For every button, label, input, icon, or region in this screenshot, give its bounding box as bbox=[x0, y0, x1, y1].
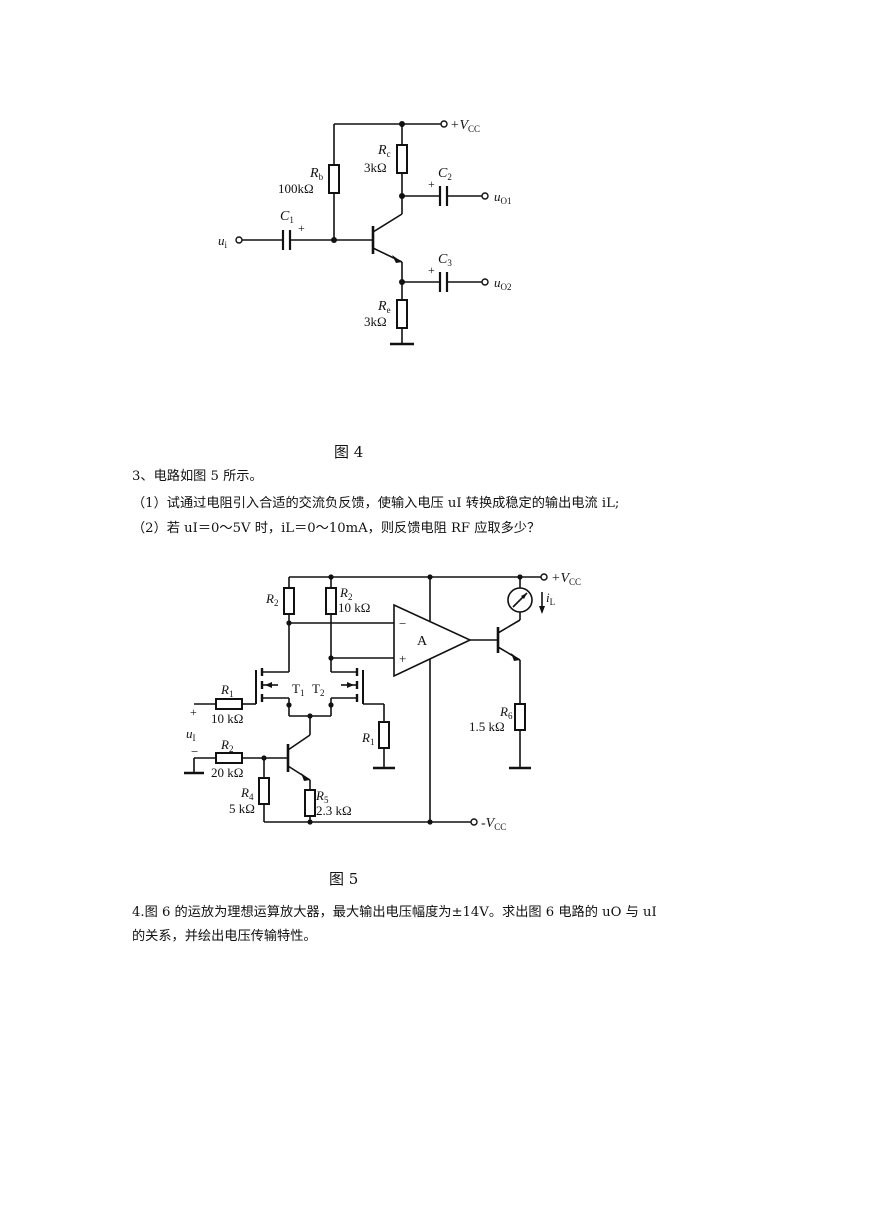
svg-text:−: − bbox=[399, 616, 406, 631]
svg-text:R5: R5 bbox=[315, 788, 329, 805]
svg-text:A: A bbox=[417, 634, 428, 649]
svg-text:C1: C1 bbox=[280, 209, 294, 225]
svg-text:+: + bbox=[298, 221, 305, 235]
problem-3-question-1: （1）试通过电阻引入合适的交流负反馈，使输入电压 uI 转换成稳定的输出电流 i… bbox=[132, 496, 620, 511]
svg-text:uI: uI bbox=[186, 726, 196, 743]
svg-text:Rb: Rb bbox=[309, 166, 324, 182]
figure-4-caption: 图 4 bbox=[334, 443, 364, 461]
svg-text:-VCC: -VCC bbox=[481, 816, 506, 832]
svg-text:Re: Re bbox=[377, 299, 391, 315]
svg-text:R1: R1 bbox=[220, 682, 233, 699]
svg-text:Rc: Rc bbox=[377, 143, 391, 159]
svg-text:iL: iL bbox=[546, 590, 555, 607]
svg-text:2.3 kΩ: 2.3 kΩ bbox=[316, 803, 352, 818]
svg-text:+VCC: +VCC bbox=[551, 571, 581, 587]
problem-3-title: 3、电路如图 5 所示。 bbox=[132, 469, 263, 484]
svg-text:5 kΩ: 5 kΩ bbox=[229, 801, 255, 816]
problem-4-line-2: 的关系，并绘出电压传输特性。 bbox=[132, 929, 317, 944]
fig4-vcc-label: +VCC bbox=[450, 118, 480, 134]
svg-text:3kΩ: 3kΩ bbox=[364, 160, 387, 175]
re-resistor bbox=[396, 299, 408, 329]
svg-text:+: + bbox=[428, 177, 435, 191]
svg-text:T1: T1 bbox=[292, 681, 304, 698]
svg-text:C2: C2 bbox=[438, 166, 452, 182]
svg-text:+: + bbox=[428, 263, 435, 277]
svg-text:+: + bbox=[190, 705, 197, 719]
svg-text:R1: R1 bbox=[361, 730, 374, 747]
svg-text:C3: C3 bbox=[438, 252, 452, 268]
rb-resistor bbox=[328, 164, 340, 194]
svg-text:R2: R2 bbox=[339, 585, 352, 602]
figure-4-circuit: +VCC Rb 100kΩ Rc 3kΩ + C2 uO1 ui + C1 bbox=[218, 118, 512, 346]
rc-resistor bbox=[396, 144, 408, 174]
svg-text:R4: R4 bbox=[240, 785, 254, 802]
svg-text:20 kΩ: 20 kΩ bbox=[211, 765, 243, 780]
svg-text:uO1: uO1 bbox=[494, 189, 512, 206]
svg-text:uO2: uO2 bbox=[494, 275, 512, 292]
svg-text:+: + bbox=[399, 651, 406, 666]
svg-text:R2: R2 bbox=[220, 737, 233, 754]
op-amp bbox=[393, 603, 472, 678]
svg-text:1.5 kΩ: 1.5 kΩ bbox=[469, 719, 505, 734]
svg-text:T2: T2 bbox=[312, 681, 324, 698]
svg-text:10 kΩ: 10 kΩ bbox=[338, 600, 370, 615]
problem-4-line-1: 4.图 6 的运放为理想运算放大器，最大输出电压幅度为±14V。求出图 6 电路… bbox=[132, 905, 657, 920]
figure-5-caption: 图 5 bbox=[329, 870, 359, 888]
problem-3-question-2: （2）若 uI＝0～5V 时，iL＝0～10mA，则反馈电阻 RF 应取多少？ bbox=[132, 521, 541, 536]
figure-5-circuit: +VCC R2 R2 10 kΩ − + A bbox=[184, 571, 581, 832]
svg-text:3kΩ: 3kΩ bbox=[364, 314, 387, 329]
svg-text:100kΩ: 100kΩ bbox=[278, 181, 314, 196]
svg-text:−: − bbox=[191, 744, 198, 759]
svg-text:10 kΩ: 10 kΩ bbox=[211, 711, 243, 726]
svg-text:R2: R2 bbox=[265, 591, 278, 608]
svg-text:R6: R6 bbox=[499, 704, 513, 721]
svg-text:ui: ui bbox=[218, 233, 228, 250]
